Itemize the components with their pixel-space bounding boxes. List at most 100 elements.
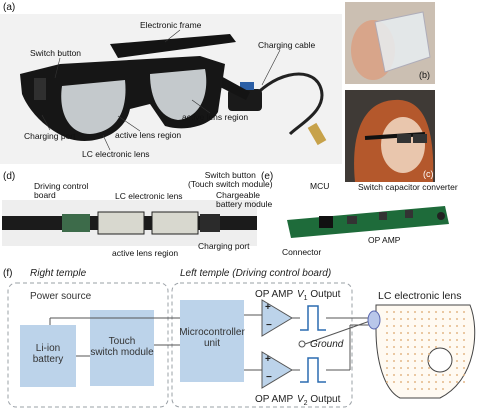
label-op-amp-e: OP AMP xyxy=(368,235,401,245)
label-electronic-frame: Electronic frame xyxy=(140,20,202,30)
label-charging-cable: Charging cable xyxy=(258,40,316,50)
lens-dot xyxy=(435,311,437,313)
lens-dot xyxy=(435,381,437,383)
lens-dot xyxy=(386,346,388,348)
panel-a-photo xyxy=(0,14,342,164)
lens-dot xyxy=(442,339,444,341)
lens-dot xyxy=(421,332,423,334)
person-wearing-glasses xyxy=(345,90,435,182)
lens-dot xyxy=(442,325,444,327)
lens-dot xyxy=(428,367,430,369)
v2-subscript: 2 xyxy=(303,400,308,407)
label-active-lens-region-2: active lens region xyxy=(115,130,182,140)
lens-dot xyxy=(463,311,465,313)
lens-dot xyxy=(400,346,402,348)
power-source-label: Power source xyxy=(30,291,92,302)
v2-output-text: Output xyxy=(307,394,341,405)
lens-dot xyxy=(407,332,409,334)
lens-dot xyxy=(400,332,402,334)
label-active-lens-region-d: active lens region xyxy=(112,248,179,258)
lens-dot xyxy=(407,367,409,369)
lens-dot xyxy=(414,374,416,376)
lens-dot xyxy=(400,381,402,383)
ground-label: Ground xyxy=(310,339,344,350)
label-charging-port-a: Charging port xyxy=(24,131,76,141)
left-temple-title: Left temple (Driving control board) xyxy=(180,268,332,279)
lens-dot xyxy=(463,374,465,376)
lens-dot xyxy=(393,353,395,355)
label-charging-port-d: Charging port xyxy=(198,241,250,251)
panel-b-tag: (b) xyxy=(419,70,430,80)
label-mcu: MCU xyxy=(310,181,330,191)
lens-dot xyxy=(428,332,430,334)
lens-dot xyxy=(393,367,395,369)
right-temple-title: Right temple xyxy=(30,268,87,279)
lens-dot xyxy=(442,374,444,376)
panel-a-tag: (a) xyxy=(3,2,16,13)
plus-sign-top: + xyxy=(265,302,271,313)
panel-e-tag: (e) xyxy=(261,171,274,182)
lens-dot xyxy=(421,367,423,369)
lens-dot xyxy=(421,388,423,390)
lens-dot xyxy=(414,311,416,313)
lens-dot xyxy=(421,318,423,320)
lens-dot xyxy=(400,374,402,376)
lens-dot xyxy=(407,339,409,341)
lens-dot xyxy=(421,311,423,313)
lens-dot xyxy=(386,367,388,369)
lens-dot xyxy=(463,353,465,355)
label-switch-button-a: Switch button xyxy=(30,48,82,58)
lens-dot xyxy=(393,311,395,313)
label-lc-electronic-lens-d: LC electronic lens xyxy=(115,191,183,201)
lens-dot xyxy=(463,367,465,369)
lens-dot xyxy=(463,318,465,320)
lens-dot xyxy=(400,367,402,369)
v1-output-label: V1 Output xyxy=(297,289,340,302)
hand-holding-lens xyxy=(345,2,435,84)
lens-dot xyxy=(421,325,423,327)
lens-dot xyxy=(386,381,388,383)
lens-dot xyxy=(414,325,416,327)
lens-dot xyxy=(442,311,444,313)
lens-dot xyxy=(442,318,444,320)
lens-dot xyxy=(393,339,395,341)
lens-dot xyxy=(435,346,437,348)
lens-dot xyxy=(407,388,409,390)
v1-symbol: V xyxy=(297,289,304,300)
lens-dot xyxy=(456,332,458,334)
lens-dot xyxy=(414,381,416,383)
lens-dot xyxy=(449,346,451,348)
minus-sign-top: − xyxy=(266,320,272,331)
lens-dot xyxy=(463,381,465,383)
lens-dot xyxy=(428,374,430,376)
lens-dot xyxy=(421,360,423,362)
glasses-photo-a xyxy=(20,34,327,146)
lens-dot xyxy=(393,360,395,362)
lens-dot xyxy=(456,381,458,383)
lens-dot xyxy=(435,318,437,320)
label-driving-control-board: Driving control board xyxy=(34,181,89,200)
panel-c-photo xyxy=(345,90,435,182)
lens-dot xyxy=(428,325,430,327)
label-switch-capacitor: Switch capacitor converter xyxy=(358,182,458,192)
lens-dot xyxy=(407,353,409,355)
lens-dot xyxy=(407,325,409,327)
lens-dot xyxy=(386,339,388,341)
panel-d-photo xyxy=(2,200,257,246)
v1-subscript: 1 xyxy=(303,295,308,302)
lens-dot xyxy=(386,374,388,376)
v2-output-label: V2 Output xyxy=(297,394,340,407)
lens-dot xyxy=(428,388,430,390)
lens-dot xyxy=(393,346,395,348)
lens-dot xyxy=(428,346,430,348)
lens-dot xyxy=(393,318,395,320)
lens-dot xyxy=(407,381,409,383)
lens-dot xyxy=(414,353,416,355)
lens-dot xyxy=(435,339,437,341)
lens-dot xyxy=(421,374,423,376)
lens-dot xyxy=(449,325,451,327)
lens-dot xyxy=(449,311,451,313)
lens-dot-pattern xyxy=(386,311,465,390)
lens-dot xyxy=(386,353,388,355)
